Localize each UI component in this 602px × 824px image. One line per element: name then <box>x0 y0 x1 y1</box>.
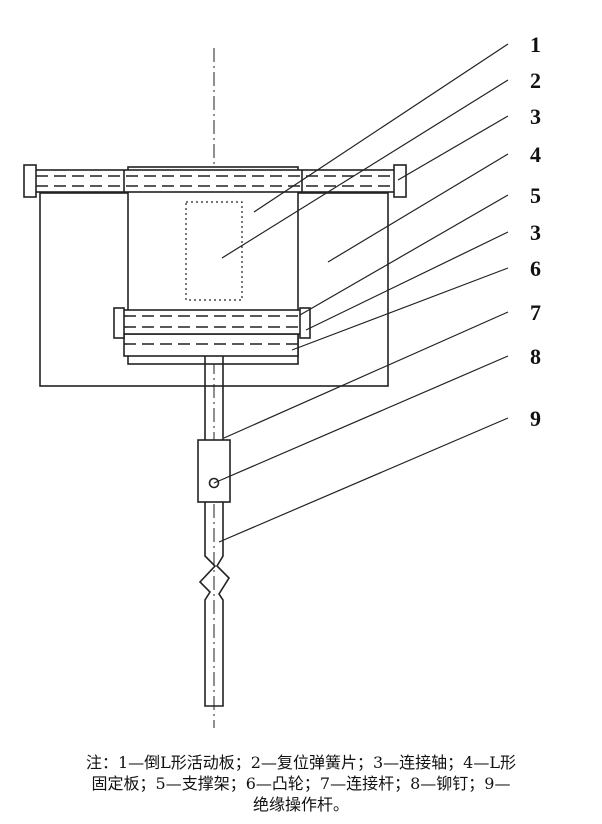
callout-number-1: 1 <box>530 32 541 57</box>
return-spring-leaf <box>185 201 243 301</box>
callout-number-9: 8 <box>530 344 541 369</box>
shaft-right-cap <box>393 164 407 198</box>
callout-number-6: 3 <box>530 220 541 245</box>
cam <box>123 333 299 357</box>
callout-number-4: 4 <box>530 142 541 167</box>
lower-shaft-left-cap <box>113 307 125 339</box>
lower-shaft-right-cap <box>299 307 311 339</box>
callout-number-3: 3 <box>530 104 541 129</box>
caption-line-1: 注：1—倒L形活动板；2—复位弹簧片；3—连接轴；4—L形 <box>86 753 516 772</box>
insulated-operating-rod <box>198 502 231 707</box>
callout-number-2: 2 <box>530 68 541 93</box>
top-connecting-shaft <box>29 169 399 193</box>
mechanism-diagram: 1 2 3 4 5 3 6 7 8 9 <box>23 32 541 728</box>
rivet <box>208 477 220 489</box>
callout-number-7: 6 <box>530 256 541 281</box>
connecting-rod-sleeve <box>197 439 231 503</box>
lower-connecting-shaft <box>119 309 303 335</box>
callout-number-5: 5 <box>530 183 541 208</box>
diagram-caption: 注：1—倒L形活动板；2—复位弹簧片；3—连接轴；4—L形 固定板；5—支撑架；… <box>14 752 588 815</box>
callout-number-10: 9 <box>530 406 541 431</box>
callout-number-8: 7 <box>530 300 541 325</box>
caption-line-2: 固定板；5—支撑架；6—凸轮；7—连接杆；8—铆钉；9— <box>91 774 511 793</box>
caption-line-3: 绝缘操作杆。 <box>252 795 349 814</box>
shaft-left-cap <box>23 164 37 198</box>
